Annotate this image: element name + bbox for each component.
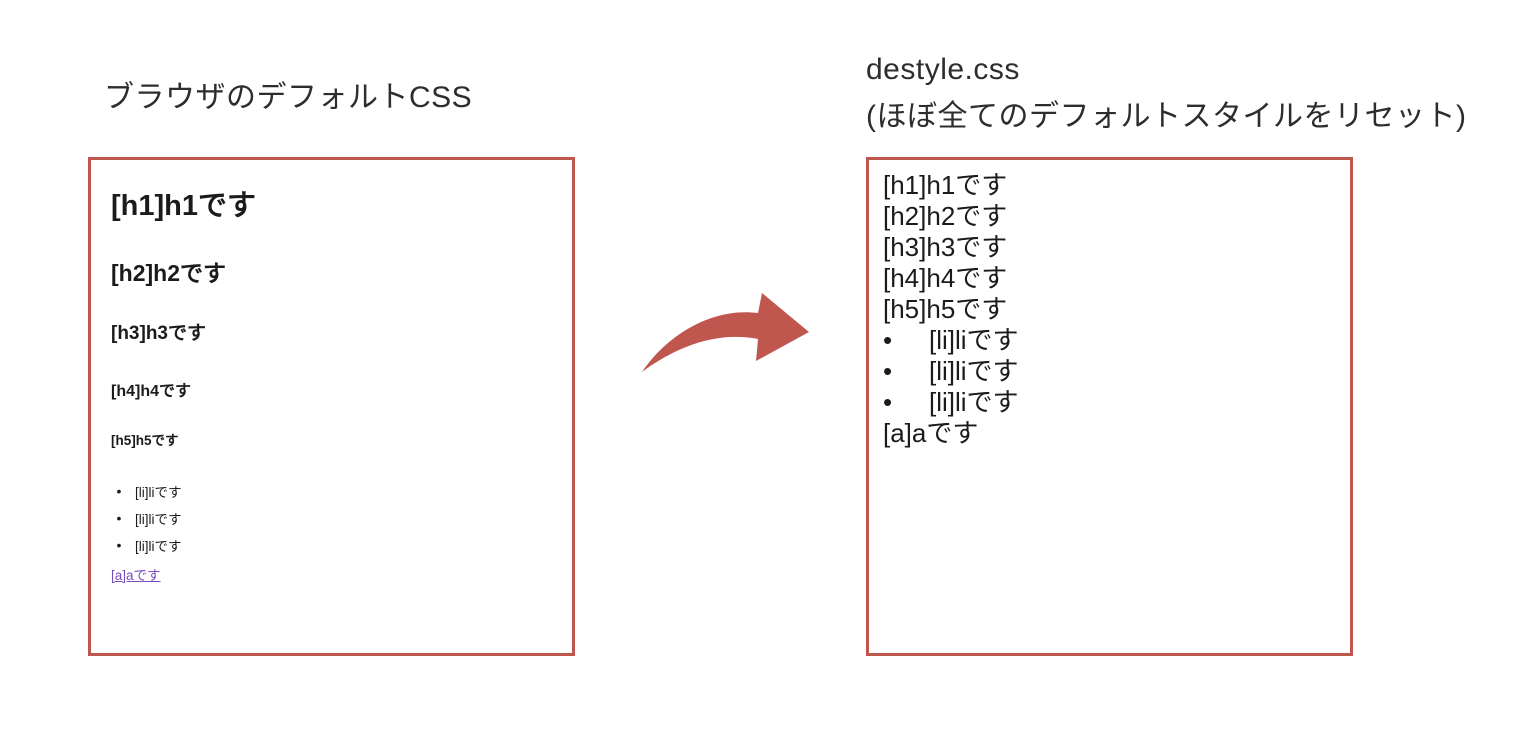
transform-arrow-icon [642,293,809,372]
list-item: • [li]liです [111,504,552,531]
bullet-icon: • [883,356,893,386]
h1-sample: [h1]h1です [111,190,257,222]
h5-sample-reset: [h5]h5です [883,294,1008,324]
browser-default-css-content: [h1]h1です [h2]h2です [h3]h3です [h4]h4です [h5]… [91,160,572,585]
bullet-icon: • [116,509,122,526]
anchor-sample-reset-link[interactable]: [a]aです [883,418,979,448]
list-item-label: [li]liです [135,511,182,527]
browser-default-css-box: [h1]h1です [h2]h2です [h3]h3です [h4]h4です [h5]… [88,157,575,656]
h5-sample: [h5]h5です [111,433,179,448]
list-item: • [li]liです [883,356,1336,387]
bullet-icon: • [116,536,122,553]
list-sample: • [li]liです • [li]liです • [li]liです [111,477,552,558]
right-panel-title-line2: (ほぼ全てのデフォルトスタイルをリセット) [866,100,1467,133]
list-item-label: [li]liです [929,325,1019,355]
list-item: • [li]liです [111,477,552,504]
bullet-icon: • [883,325,893,355]
anchor-sample-link[interactable]: [a]aです [111,568,161,583]
h1-sample-reset: [h1]h1です [883,170,1008,200]
bullet-icon: • [116,482,122,499]
destyle-css-content: [h1]h1です [h2]h2です [h3]h3です [h4]h4です [h5]… [869,160,1350,449]
list-item-label: [li]liです [135,538,182,554]
list-item: • [li]liです [883,387,1336,418]
left-panel-title: ブラウザのデフォルトCSS [104,81,473,114]
h3-sample: [h3]h3です [111,323,207,344]
list-item: • [li]liです [883,325,1336,356]
list-item-label: [li]liです [929,356,1019,386]
h3-sample-reset: [h3]h3です [883,232,1008,262]
list-item: • [li]liです [111,531,552,558]
right-panel-title-line1: destyle.css [866,53,1020,86]
destyle-css-box: [h1]h1です [h2]h2です [h3]h3です [h4]h4です [h5]… [866,157,1353,656]
list-item-label: [li]liです [135,484,182,500]
h2-sample-reset: [h2]h2です [883,201,1008,231]
h2-sample: [h2]h2です [111,260,226,286]
right-panel-title: destyle.css (ほぼ全てのデフォルトスタイルをリセット) [866,46,1466,140]
h4-sample: [h4]h4です [111,383,192,400]
list-item-label: [li]liです [929,387,1019,417]
h4-sample-reset: [h4]h4です [883,263,1008,293]
bullet-icon: • [883,387,893,417]
